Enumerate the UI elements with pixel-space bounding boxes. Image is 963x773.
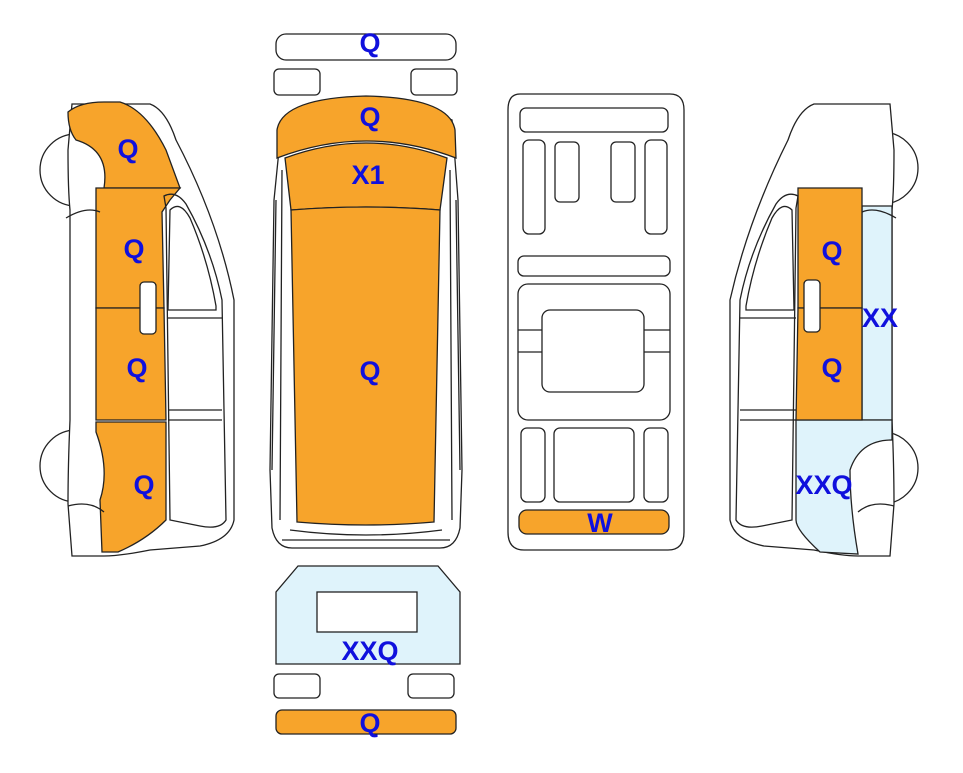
underbody-rear-bumper-label: W: [587, 508, 613, 538]
right-rear-quarter: [795, 419, 893, 555]
left-panel-label-2: Q: [123, 234, 144, 264]
top-side-rail: [279, 169, 453, 521]
top-front-bumper: [275, 33, 457, 61]
left-panel-label-1: Q: [117, 134, 138, 164]
right-rear-door: [795, 307, 863, 421]
underbody-front-crossmember: [519, 107, 669, 133]
underbody-part: [517, 255, 671, 277]
top-headlight-left: [273, 68, 321, 96]
top-hood: [276, 95, 457, 159]
right-side-strip-label: XX: [862, 303, 898, 333]
top-roof: [290, 206, 441, 526]
rear-bumper: [275, 709, 457, 735]
top-roof-label: Q: [359, 356, 380, 386]
right-rear-door-label: Q: [821, 353, 842, 383]
underbody-part: [541, 309, 645, 393]
top-headlight-right: [410, 68, 458, 96]
right-front-door-label: Q: [821, 236, 842, 266]
top-windshield-label: X1: [351, 160, 384, 190]
underbody-part: [643, 427, 669, 503]
underbody-part: [554, 141, 580, 203]
rear-bumper-label: Q: [359, 708, 380, 738]
underbody-view: W: [507, 93, 685, 551]
top-hood-label: Q: [359, 102, 380, 132]
underbody-part: [610, 141, 636, 203]
underbody-part: [553, 427, 635, 503]
right-side-window-frame: [735, 193, 799, 528]
right-door-handle: [803, 279, 821, 333]
underbody-part: [522, 139, 546, 235]
left-panel-label-4: Q: [133, 470, 154, 500]
underbody-part: [518, 329, 670, 353]
underbody-rear-bumper: [518, 509, 670, 535]
right-side-view: Q XX Q XXQ: [729, 103, 919, 557]
left-door-handle: [139, 281, 157, 335]
top-front-bumper-label: Q: [359, 28, 380, 58]
rear-light-right: [407, 673, 455, 699]
rear-view: XXQ Q: [273, 565, 461, 738]
right-rear-quarter-label: XXQ: [795, 470, 852, 500]
left-panel-label-3: Q: [126, 353, 147, 383]
left-wheel-arch: [65, 209, 105, 513]
left-pillar: [168, 317, 222, 421]
top-view: Q Q X1 Q: [269, 28, 463, 549]
rear-tailgate-label: XXQ: [341, 636, 398, 666]
right-window: [745, 205, 795, 311]
underbody-part: [644, 139, 668, 235]
left-side-window-frame: [163, 193, 227, 528]
top-side-rail-outer: [271, 199, 461, 471]
underbody-part: [520, 427, 546, 503]
right-wheel-arch: [857, 209, 897, 513]
left-side-view: Q Q Q Q: [39, 101, 235, 557]
top-rear-edge: [289, 529, 443, 536]
left-rear-quarter: [95, 421, 167, 553]
rear-light-left: [273, 673, 321, 699]
rear-window: [316, 591, 418, 633]
right-pillar: [740, 317, 796, 421]
left-window: [167, 205, 217, 311]
